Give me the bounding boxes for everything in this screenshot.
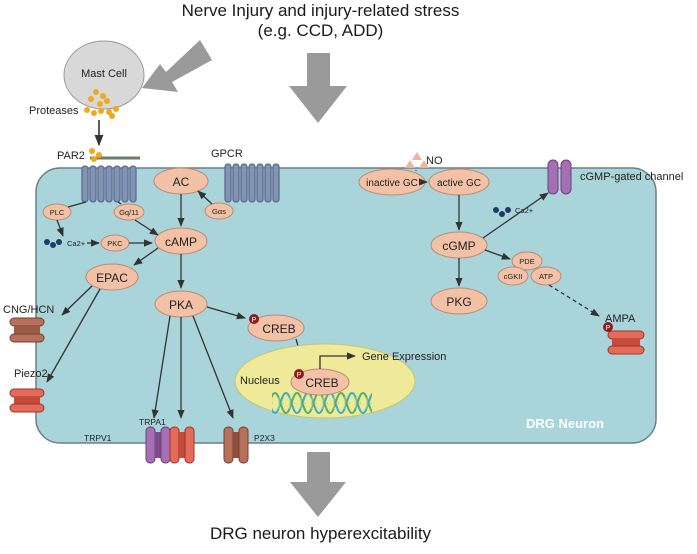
cng-hcn-channel — [9, 317, 45, 343]
creb-cyto-node: CREB P — [247, 314, 305, 342]
phospho-label: P — [297, 372, 302, 379]
gas-node: Gαs — [204, 202, 234, 220]
phospho-icon — [294, 369, 304, 379]
trpv1-label: TRPV1 — [84, 433, 112, 443]
camp-node: cAMP — [154, 227, 208, 255]
gq11-node: Gq/11 — [113, 203, 145, 221]
piezo2-channel — [9, 388, 45, 413]
gas-label: Gαs — [212, 207, 226, 216]
gq11-label: Gq/11 — [119, 208, 139, 217]
trpv1-channel — [145, 426, 171, 464]
creb-nuc-node: CREB P — [290, 368, 350, 396]
cgmp-gated-channel — [547, 159, 572, 195]
epac-label: EPAC — [96, 271, 128, 285]
cgmp-gated-channel-label: cGMP-gated channel — [580, 171, 683, 183]
camp-label: cAMP — [165, 235, 197, 249]
pka-node: PKA — [154, 290, 208, 318]
cgkii-node: cGKII — [497, 266, 529, 286]
par2-receptor — [81, 156, 140, 203]
cgmp-node: cGMP — [430, 231, 488, 259]
calcium-dots-right — [493, 207, 511, 217]
pkc-node: PKC — [100, 234, 130, 252]
atp-node: ATP — [530, 266, 562, 286]
ac-label: AC — [173, 175, 190, 189]
ampa-channel: P — [603, 322, 645, 355]
gpcr-label: GPCR — [211, 148, 243, 160]
p2x3-label: P2X3 — [254, 433, 275, 443]
trpa1-label: TRPA1 — [139, 417, 166, 427]
phospho-icon — [603, 322, 613, 332]
creb-nuc-label: CREB — [305, 376, 338, 390]
gpcr-receptor — [224, 163, 280, 203]
creb-cyto-label: CREB — [262, 322, 295, 336]
header-title-line1: Nerve Injury and injury-related stress — [181, 1, 460, 20]
gene-expression-label: Gene Expression — [362, 351, 446, 363]
injury-to-mastcell-arrow — [142, 40, 212, 92]
drg-neuron-label: DRG Neuron — [526, 416, 604, 431]
pka-label: PKA — [169, 298, 193, 312]
ampa-label: AMPA — [605, 313, 636, 325]
mast-cell — [63, 40, 145, 110]
cgkii-label: cGKII — [504, 272, 523, 281]
piezo2-label: Piezo2 — [14, 368, 48, 380]
phospho-label: P — [252, 317, 257, 324]
nucleus-label: Nucleus — [240, 375, 280, 387]
header-title-line2: (e.g. CCD, ADD) — [257, 21, 384, 40]
pde-label: PDE — [519, 257, 534, 266]
inactive-gc-label: inactive GC — [366, 178, 418, 189]
gene-expression-arrow — [319, 352, 356, 369]
pkc-label: PKC — [107, 239, 123, 248]
plc-node: PLC — [42, 203, 72, 221]
pkg-node: PKG — [430, 287, 488, 315]
right-pathway-arrows — [418, 178, 600, 317]
calcium-label-right: Ca2+ — [515, 206, 534, 215]
calcium-label-left: Ca2+ — [67, 239, 86, 248]
ac-node: AC — [153, 167, 209, 195]
left-pathway-arrows — [46, 190, 306, 419]
active-gc-node: active GC — [428, 168, 490, 196]
p2x3-channel — [223, 426, 249, 464]
calcium-dots-left — [44, 239, 62, 248]
epac-node: EPAC — [85, 263, 139, 291]
par2-bound-protease-dots — [89, 148, 102, 162]
phospho-icon — [249, 314, 259, 324]
pde-node: PDE — [511, 251, 543, 271]
inactive-gc-node: inactive GC — [358, 168, 426, 196]
phospho-label: P — [606, 325, 611, 332]
par2-label: PAR2 — [57, 150, 85, 162]
atp-label: ATP — [539, 272, 553, 281]
trpa1-channel — [169, 426, 195, 464]
no-triangles — [405, 152, 429, 168]
pkg-label: PKG — [446, 295, 471, 309]
active-gc-label: active GC — [437, 178, 481, 189]
cng-hcn-label: CNG/HCN — [3, 304, 54, 316]
cgmp-label: cGMP — [442, 239, 475, 253]
no-label: NO — [426, 155, 443, 167]
injury-arrow-down — [289, 53, 347, 123]
proteases-label: Proteases — [29, 105, 79, 117]
mast-cell-label: Mast Cell — [81, 68, 127, 80]
protease-dots — [84, 89, 119, 119]
plc-label: PLC — [50, 208, 65, 217]
footer-title: DRG neuron hyperexcitability — [209, 524, 432, 543]
output-arrow-down — [290, 452, 346, 517]
